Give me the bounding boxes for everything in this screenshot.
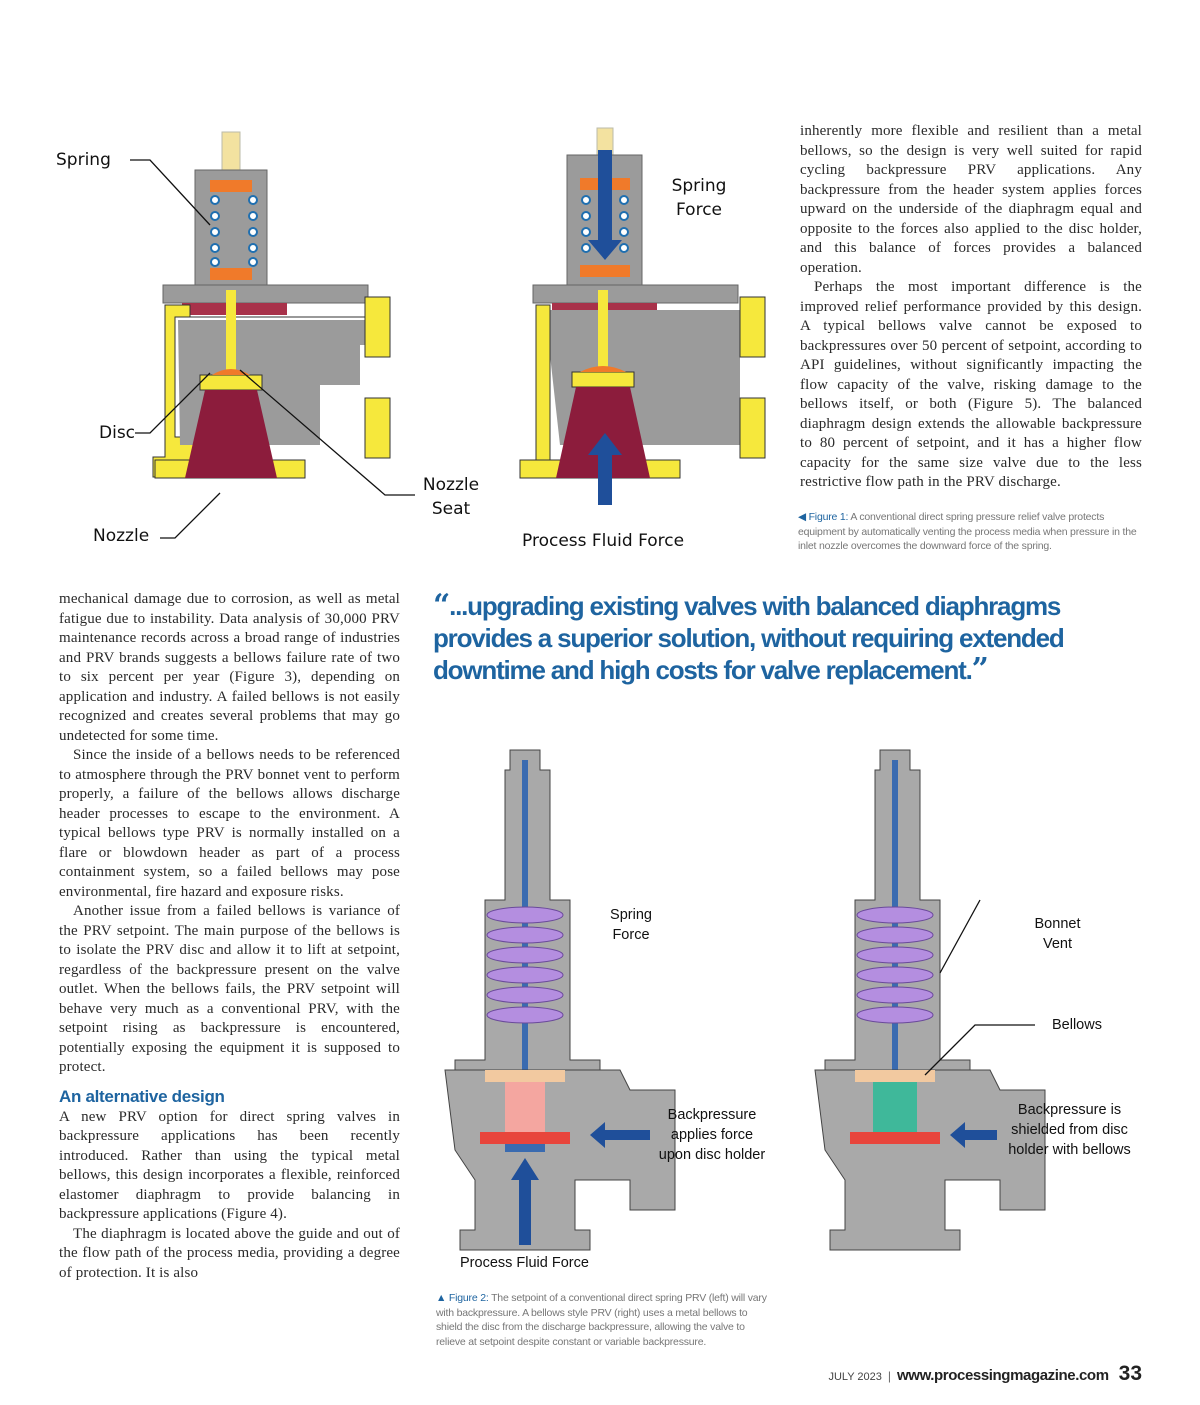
label-line: Force <box>676 200 722 220</box>
left-column-text: mechanical damage due to corrosion, as w… <box>59 590 400 1283</box>
label-line: Backpressure is <box>1017 1102 1122 1118</box>
caption-label: ◀ Figure 1: <box>798 511 849 523</box>
label-line: applies force <box>670 1127 754 1143</box>
spring-force-arrow <box>588 150 622 260</box>
label-line: Bonnet <box>1034 916 1081 932</box>
figure1-caption: ◀ Figure 1: A conventional direct spring… <box>798 510 1143 554</box>
label-backpressure-applies: Backpressure applies force upon disc hol… <box>652 1105 772 1165</box>
paragraph: Since the inside of a bellows needs to b… <box>59 747 400 900</box>
paragraph: The diaphragm is located above the guide… <box>59 1225 400 1281</box>
label-line: shielded from disc <box>1011 1122 1128 1138</box>
label-spring: Spring <box>56 150 111 170</box>
figure2-diagram <box>444 749 1046 1251</box>
page-number: 33 <box>1118 1362 1142 1385</box>
paragraph: Another issue from a failed bellows is v… <box>59 903 400 1075</box>
caption-text: A conventional direct spring pressure re… <box>798 511 1137 552</box>
figure1-diagram <box>130 127 766 539</box>
label-process-fluid-force-2: Process Fluid Force <box>460 1255 589 1271</box>
caption-label: ▲ Figure 2: <box>436 1292 489 1304</box>
label-spring-force: Spring Force <box>670 174 728 222</box>
shielded-arrow <box>950 1122 997 1148</box>
label-disc: Disc <box>99 423 136 443</box>
label-nozzle: Nozzle <box>93 526 150 546</box>
website-link[interactable]: www.processingmagazine.com <box>897 1367 1109 1384</box>
pull-quote-text: ...upgrading existing valves with balanc… <box>433 591 1065 685</box>
valve-conventional <box>444 749 676 1251</box>
issue-date: JULY 2023 <box>828 1371 882 1383</box>
page-footer: JULY 2023 | www.processingmagazine.com 3… <box>828 1362 1142 1386</box>
caption-text: The setpoint of a conventional direct sp… <box>436 1292 767 1348</box>
label-line: Spring <box>671 176 727 196</box>
caption-label-text: Figure 1: <box>808 511 849 523</box>
label-line: Nozzle <box>422 475 480 495</box>
section-heading: An alternative design <box>59 1086 225 1106</box>
valve-bellows <box>814 749 1046 1251</box>
label-line: Spring <box>610 907 652 923</box>
label-line: holder with bellows <box>1008 1142 1131 1158</box>
process-fluid-arrow <box>511 1158 539 1245</box>
label-spring-force-2: Spring Force <box>606 905 656 945</box>
label-bonnet-vent: Bonnet Vent <box>1030 914 1085 954</box>
close-quote-mark: ” <box>971 652 989 687</box>
label-nozzle-seat: Nozzle Seat <box>420 473 482 521</box>
footer-divider: | <box>887 1369 892 1383</box>
figure2-caption: ▲ Figure 2: The setpoint of a convention… <box>436 1291 771 1349</box>
label-line: Seat <box>431 499 471 519</box>
label-line: upon disc holder <box>658 1147 766 1163</box>
caption-label-text: Figure 2: <box>448 1292 489 1304</box>
label-bellows: Bellows <box>1052 1017 1102 1033</box>
pull-quote: “...upgrading existing valves with balan… <box>433 590 1113 686</box>
label-line: Force <box>612 927 650 943</box>
valve-right <box>519 127 766 505</box>
paragraph: mechanical damage due to corrosion, as w… <box>59 591 400 744</box>
label-line: Backpressure <box>667 1107 757 1123</box>
label-backpressure-shielded: Backpressure is shielded from disc holde… <box>1002 1100 1137 1160</box>
open-quote-mark: “ <box>433 588 450 623</box>
label-process-fluid-force: Process Fluid Force <box>522 531 685 551</box>
paragraph: inherently more flexible and resilient t… <box>800 123 1142 276</box>
valve-left <box>152 131 391 479</box>
paragraph: A new PRV option for direct spring valve… <box>59 1108 400 1223</box>
paragraph: Perhaps the most important difference is… <box>800 279 1142 490</box>
process-fluid-arrow <box>588 433 622 505</box>
leader-lines <box>130 159 415 539</box>
backpressure-arrow <box>590 1122 650 1148</box>
right-column-text: inherently more flexible and resilient t… <box>800 122 1142 493</box>
label-line: Vent <box>1042 936 1073 952</box>
